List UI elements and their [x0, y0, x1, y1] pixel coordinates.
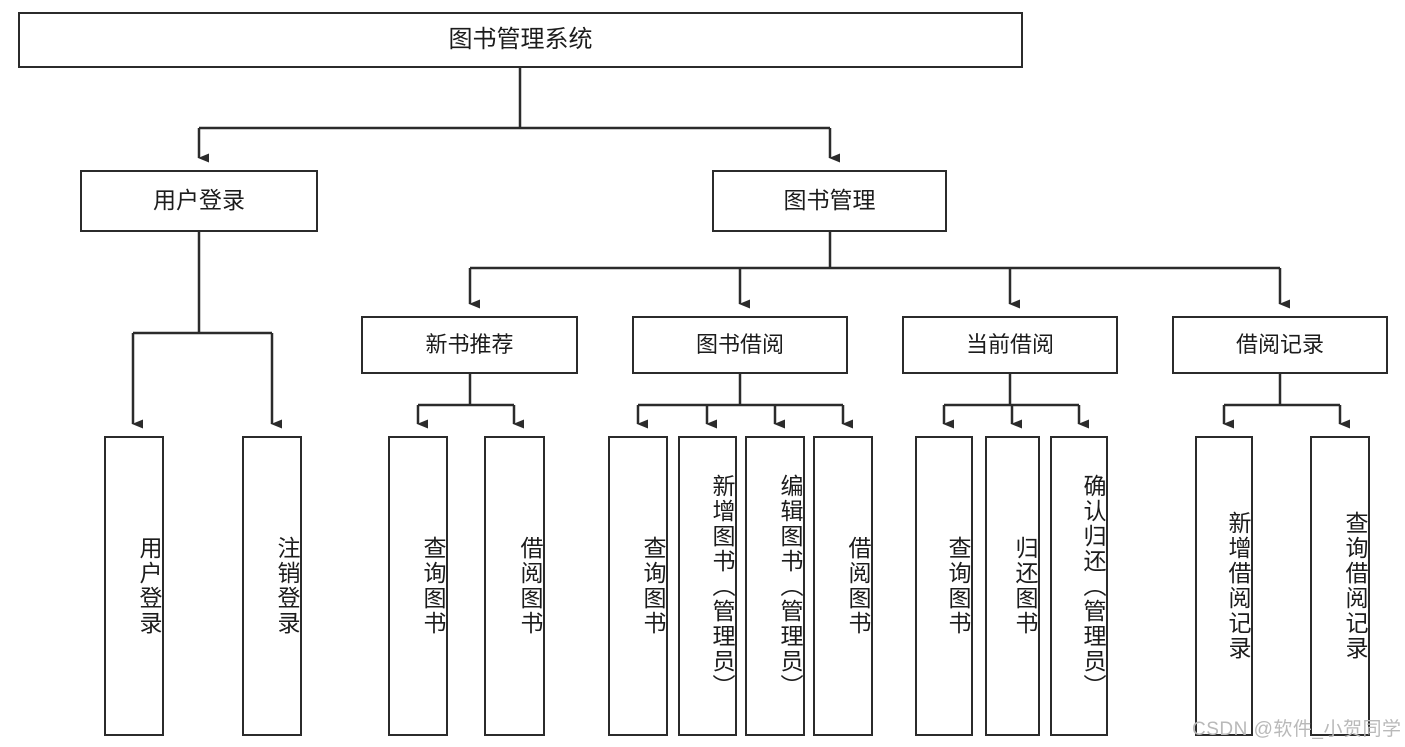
leaf-add-book-admin[interactable]: 新增图书（管理员） [678, 436, 737, 736]
node-current-borrow[interactable]: 当前借阅 [902, 316, 1118, 374]
leaf-label: 借阅图书 [517, 536, 543, 636]
leaf-borrow-book[interactable]: 借阅图书 [813, 436, 873, 736]
node-borrow-records[interactable]: 借阅记录 [1172, 316, 1388, 374]
node-root[interactable]: 图书管理系统 [18, 12, 1023, 68]
leaf-label: 归还图书 [1012, 536, 1038, 636]
leaf-label: 确认归还（管理员） [1080, 473, 1106, 699]
leaf-query-book-newbook[interactable]: 查询图书 [388, 436, 448, 736]
leaf-label: 查询借阅记录 [1342, 511, 1368, 661]
leaf-logout[interactable]: 注销登录 [242, 436, 302, 736]
leaf-label: 查询图书 [640, 536, 666, 636]
leaf-query-book-borrow[interactable]: 查询图书 [608, 436, 668, 736]
node-user-login[interactable]: 用户登录 [80, 170, 318, 232]
leaf-query-borrow-record[interactable]: 查询借阅记录 [1310, 436, 1370, 736]
node-book-borrow[interactable]: 图书借阅 [632, 316, 848, 374]
node-new-book-recommend[interactable]: 新书推荐 [361, 316, 578, 374]
leaf-label: 新增借阅记录 [1225, 511, 1251, 661]
leaf-label: 查询图书 [945, 536, 971, 636]
leaf-confirm-return-admin[interactable]: 确认归还（管理员） [1050, 436, 1108, 736]
node-book-management[interactable]: 图书管理 [712, 170, 947, 232]
csdn-watermark: CSDN @软件_小贺同学 [1192, 719, 1402, 740]
leaf-label: 查询图书 [420, 536, 446, 636]
leaf-label: 注销登录 [274, 536, 300, 636]
leaf-return-book[interactable]: 归还图书 [985, 436, 1040, 736]
leaf-edit-book-admin[interactable]: 编辑图书（管理员） [745, 436, 805, 736]
leaf-user-login[interactable]: 用户登录 [104, 436, 164, 736]
leaf-label: 新增图书（管理员） [709, 473, 735, 699]
leaf-query-book-current[interactable]: 查询图书 [915, 436, 973, 736]
leaf-label: 借阅图书 [845, 536, 871, 636]
leaf-add-borrow-record[interactable]: 新增借阅记录 [1195, 436, 1253, 736]
leaf-label: 用户登录 [136, 536, 162, 636]
leaf-borrow-book-newbook[interactable]: 借阅图书 [484, 436, 545, 736]
leaf-label: 编辑图书（管理员） [777, 473, 803, 699]
